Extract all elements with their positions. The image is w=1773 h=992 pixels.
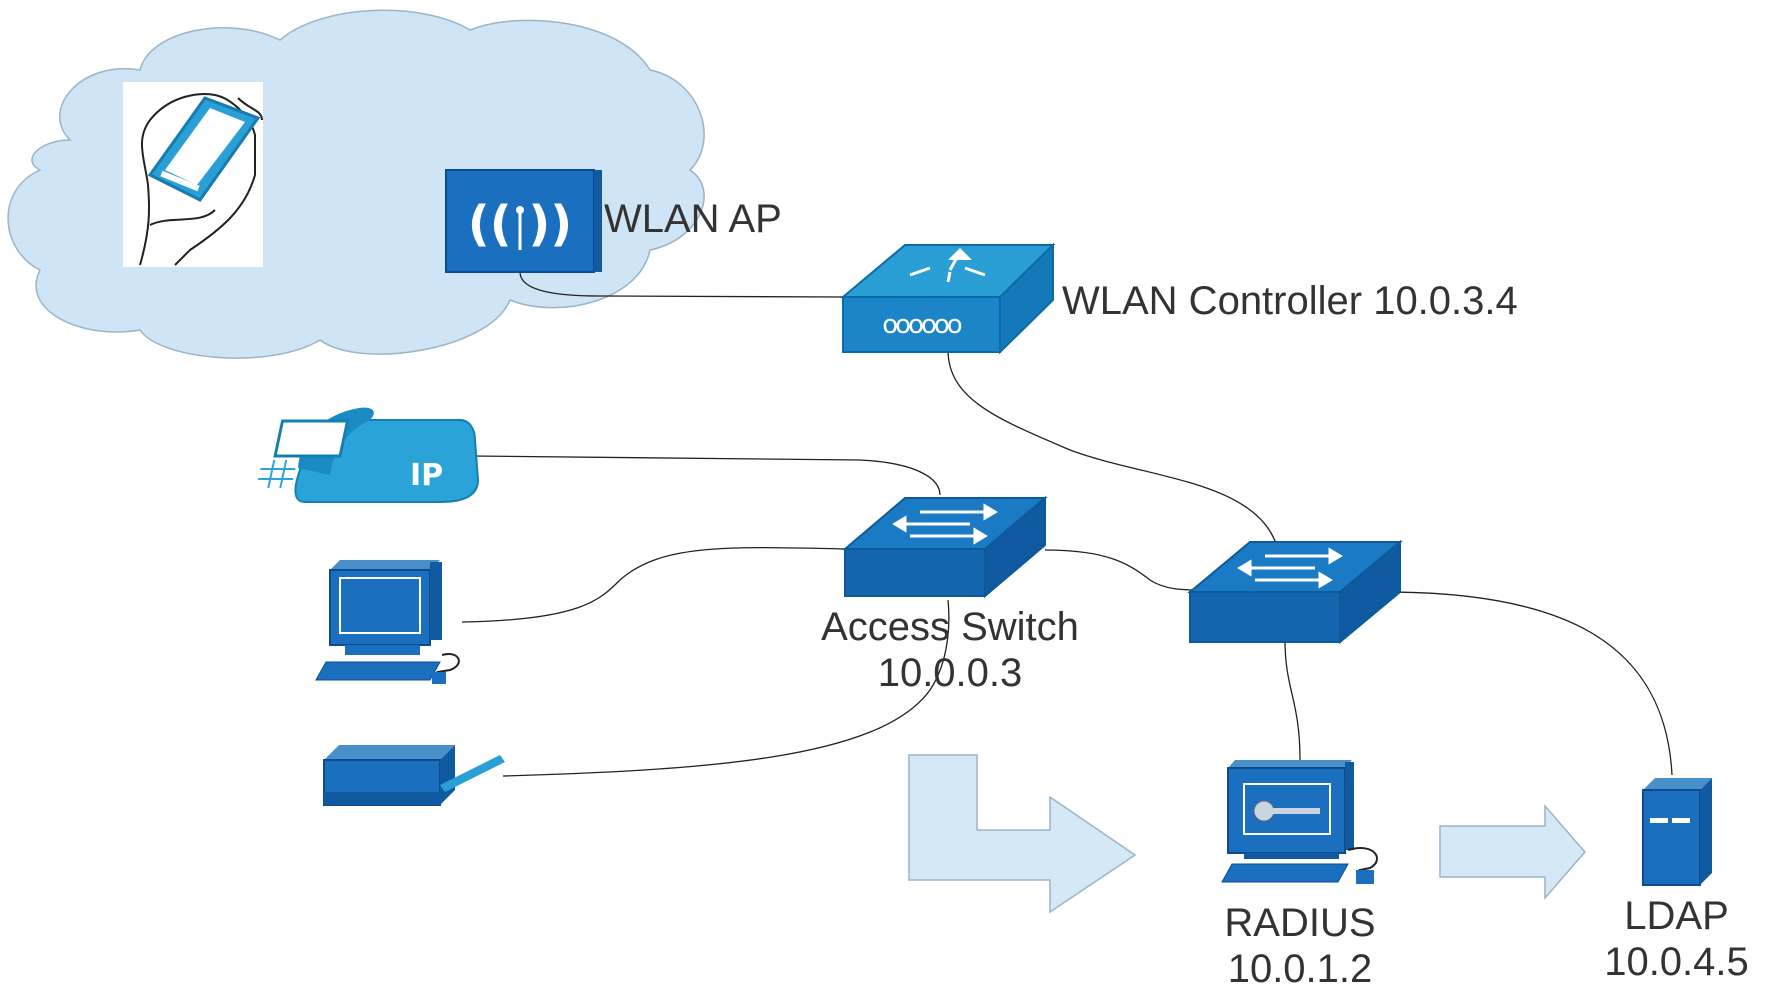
link-controller-coreswitch (947, 349, 1281, 561)
link-coreswitch-ldap (1384, 591, 1673, 776)
connection-lines (461, 271, 1673, 777)
flow-arrow-to-ldap (1439, 803, 1586, 901)
wlan-controller-label: WLAN Controller 10.0.3.4 (1062, 279, 1518, 323)
wireless-lan-controller-icon: oooooo (840, 242, 1056, 355)
wireless-access-point-icon: (( )) (445, 169, 602, 273)
ldap-ip: 10.0.4.5 (1604, 940, 1749, 984)
link-workstation-accessswitch (461, 547, 846, 623)
link-coreswitch-radius (1284, 639, 1301, 761)
link-phone-accessswitch (471, 455, 941, 496)
access-switch-label: Access Switch 10.0.0.3 (770, 604, 1130, 696)
radius-name: RADIUS (1224, 901, 1376, 945)
link-printer-accessswitch (502, 599, 950, 777)
flow-arrow-to-radius (908, 754, 1137, 914)
ldap-server-icon (1642, 778, 1712, 886)
svg-text:IP: IP (410, 458, 443, 493)
link-accessswitch-coreswitch (1044, 549, 1201, 591)
workstation-icon (315, 560, 460, 684)
access-switch-name: Access Switch (821, 605, 1079, 649)
handheld-device-icon (123, 82, 263, 267)
ldap-label: LDAP 10.0.4.5 (1580, 893, 1773, 985)
radius-ip: 10.0.1.2 (1227, 947, 1373, 991)
link-ap-controller (519, 271, 844, 298)
wlan-ap-label: WLAN AP (604, 197, 782, 241)
radius-label: RADIUS 10.0.1.2 (1170, 900, 1430, 992)
ip-phone-icon: IP (256, 407, 480, 503)
switch-icon (1187, 539, 1403, 645)
svg-text:oooooo: oooooo (882, 310, 962, 340)
ldap-name: LDAP (1624, 894, 1729, 938)
access-switch-ip: 10.0.0.3 (877, 651, 1023, 695)
printer-icon (323, 745, 505, 806)
radius-server-icon (1221, 760, 1378, 884)
switch-icon (842, 495, 1048, 599)
